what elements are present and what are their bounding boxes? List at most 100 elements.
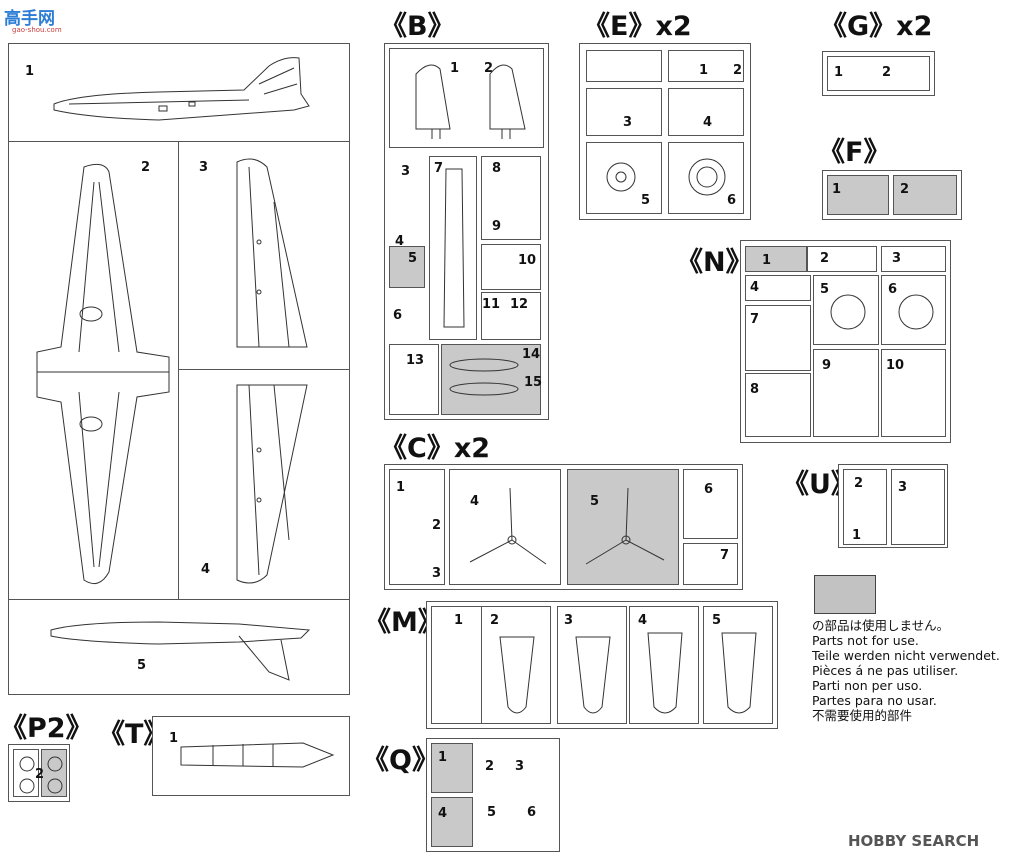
- e-cell-empty: [586, 50, 662, 82]
- wing-plan-view: [36, 163, 170, 585]
- engine-nacelle: [721, 632, 757, 714]
- n-cell-10: 10: [881, 349, 946, 437]
- part-label: 1: [25, 64, 35, 79]
- sprue-g-frame: 1 2: [822, 51, 935, 96]
- part-label: 8: [492, 161, 502, 176]
- m-cell-3: 3: [557, 606, 627, 724]
- propeller: [585, 487, 665, 565]
- part-label: 10: [518, 253, 537, 268]
- n-part-1-unused: 1: [745, 246, 807, 272]
- part-label: 3: [623, 115, 633, 130]
- legend-line-it: Parti non per uso.: [812, 678, 923, 693]
- n-cell-8: 8: [745, 373, 811, 437]
- sprue-b-frame: 1 2 3 4 5 6 7 8 9 10 11 12 13 14 15: [384, 43, 549, 420]
- q-cell-2-3: 2 3: [475, 743, 557, 793]
- f-part-1-unused: 1: [827, 175, 889, 215]
- brand-logo: HOBBY SEARCH: [848, 832, 980, 850]
- c-cell-1-3: 1 2 3: [389, 469, 445, 585]
- e-cell-6: 6: [668, 142, 744, 214]
- part-label: 1: [834, 65, 844, 80]
- part-label: 4: [750, 280, 760, 295]
- part-label: 3: [199, 160, 209, 175]
- b-cell-7: 7: [429, 156, 477, 340]
- watermark-logo: 高手网: [4, 9, 55, 29]
- engine-radial: [606, 162, 636, 192]
- b-cell-8-9: 8 9: [481, 156, 541, 240]
- part-label: 1: [762, 253, 772, 268]
- part-label: 3: [892, 251, 902, 266]
- part-label: 12: [510, 297, 529, 312]
- n-cell-2: 2: [807, 246, 877, 272]
- part-label: 4: [470, 494, 480, 509]
- part-label: 2: [854, 476, 864, 491]
- part-label: 4: [438, 806, 448, 821]
- part-label: 5: [408, 251, 418, 266]
- part-label: 3: [564, 613, 574, 628]
- e-cell-4: 4: [668, 88, 744, 136]
- main-part-1-cell: 1: [9, 44, 349, 142]
- part-label: 13: [406, 353, 425, 368]
- sprue-c-title: 《C》x2: [380, 433, 491, 464]
- sprue-t-frame: 1: [152, 716, 350, 796]
- part-label: 5: [820, 282, 830, 297]
- main-part-3-cell: 3: [179, 142, 349, 370]
- part-label: 2: [484, 61, 494, 76]
- n-cell-4: 4: [745, 275, 811, 301]
- part-label: 1: [396, 480, 406, 495]
- part-label: 7: [750, 312, 760, 327]
- main-part-4-cell: 4: [179, 370, 349, 600]
- b-cell-13: 13: [389, 344, 439, 415]
- part-label: 1: [438, 750, 448, 765]
- part-label: 2: [141, 160, 151, 175]
- part-label: 7: [720, 548, 730, 563]
- part-label: 4: [395, 234, 405, 249]
- legend-line-de: Teile werden nicht verwendet.: [812, 648, 1000, 663]
- b-cell-10: 10: [481, 244, 541, 290]
- part-label: 2: [35, 767, 45, 782]
- sprue-u-frame: 2 1 3: [838, 464, 948, 548]
- sprue-f-frame: 1 2: [822, 170, 962, 220]
- wheel-pair: [19, 756, 35, 794]
- part-label: 2: [490, 613, 500, 628]
- part-label: 11: [482, 297, 501, 312]
- part-label: 1: [454, 613, 464, 628]
- canopy-side: [180, 742, 335, 768]
- wheel-pair: [47, 756, 63, 794]
- sprue-f-title: 《F》: [818, 137, 891, 168]
- part-label: 5: [487, 805, 497, 820]
- legend-line-en: Parts not for use.: [812, 633, 919, 648]
- part-label: 3: [401, 164, 411, 179]
- part-label: 5: [641, 193, 651, 208]
- engine-nacelle: [575, 636, 611, 714]
- engine-cowl-ring: [688, 158, 726, 196]
- b-cell-1-2: 1 2: [389, 48, 544, 148]
- propeller: [469, 487, 547, 565]
- b-cell-14-15-unused: 14 15: [441, 344, 542, 415]
- sprue-e-frame: 1 2 3 4 5 6: [579, 43, 751, 220]
- legend-text: の部品は使用しません。 Parts not for use. Teile wer…: [812, 618, 1000, 723]
- part-label: 9: [492, 219, 502, 234]
- sprue-b-title: 《B》: [380, 11, 455, 42]
- part-label: 9: [822, 358, 832, 373]
- q-cell-5-6: 5 6: [475, 797, 557, 847]
- part-label: 4: [638, 613, 648, 628]
- p2-cell-a: [13, 749, 39, 797]
- part-label: 3: [515, 759, 525, 774]
- main-parts-frame: 1 2 3 4 5: [8, 43, 350, 695]
- legend-line-zh: 不需要使用的部件: [812, 708, 913, 723]
- m-cell-5: 5: [703, 606, 773, 724]
- sprue-c-frame: 1 2 3 4 5 6 7: [384, 464, 743, 590]
- part-label: 6: [888, 282, 898, 297]
- part-label: 5: [590, 494, 600, 509]
- q-part-4-unused: 4: [431, 797, 473, 847]
- fuselage-side-view: [53, 57, 310, 121]
- c-cell-6: 6: [683, 469, 738, 539]
- part-label: 6: [393, 308, 403, 323]
- watermark-url: gao-shou.com: [12, 26, 62, 34]
- sprue-e-title: 《E》x2: [583, 11, 692, 42]
- part-label: 2: [432, 518, 442, 533]
- p2-part-2-unused: [41, 749, 67, 797]
- e-cell-1-2: 1 2: [668, 50, 744, 82]
- b-cell-11-12: 11 12: [481, 292, 541, 340]
- sprue-g-title: 《G》x2: [820, 11, 933, 42]
